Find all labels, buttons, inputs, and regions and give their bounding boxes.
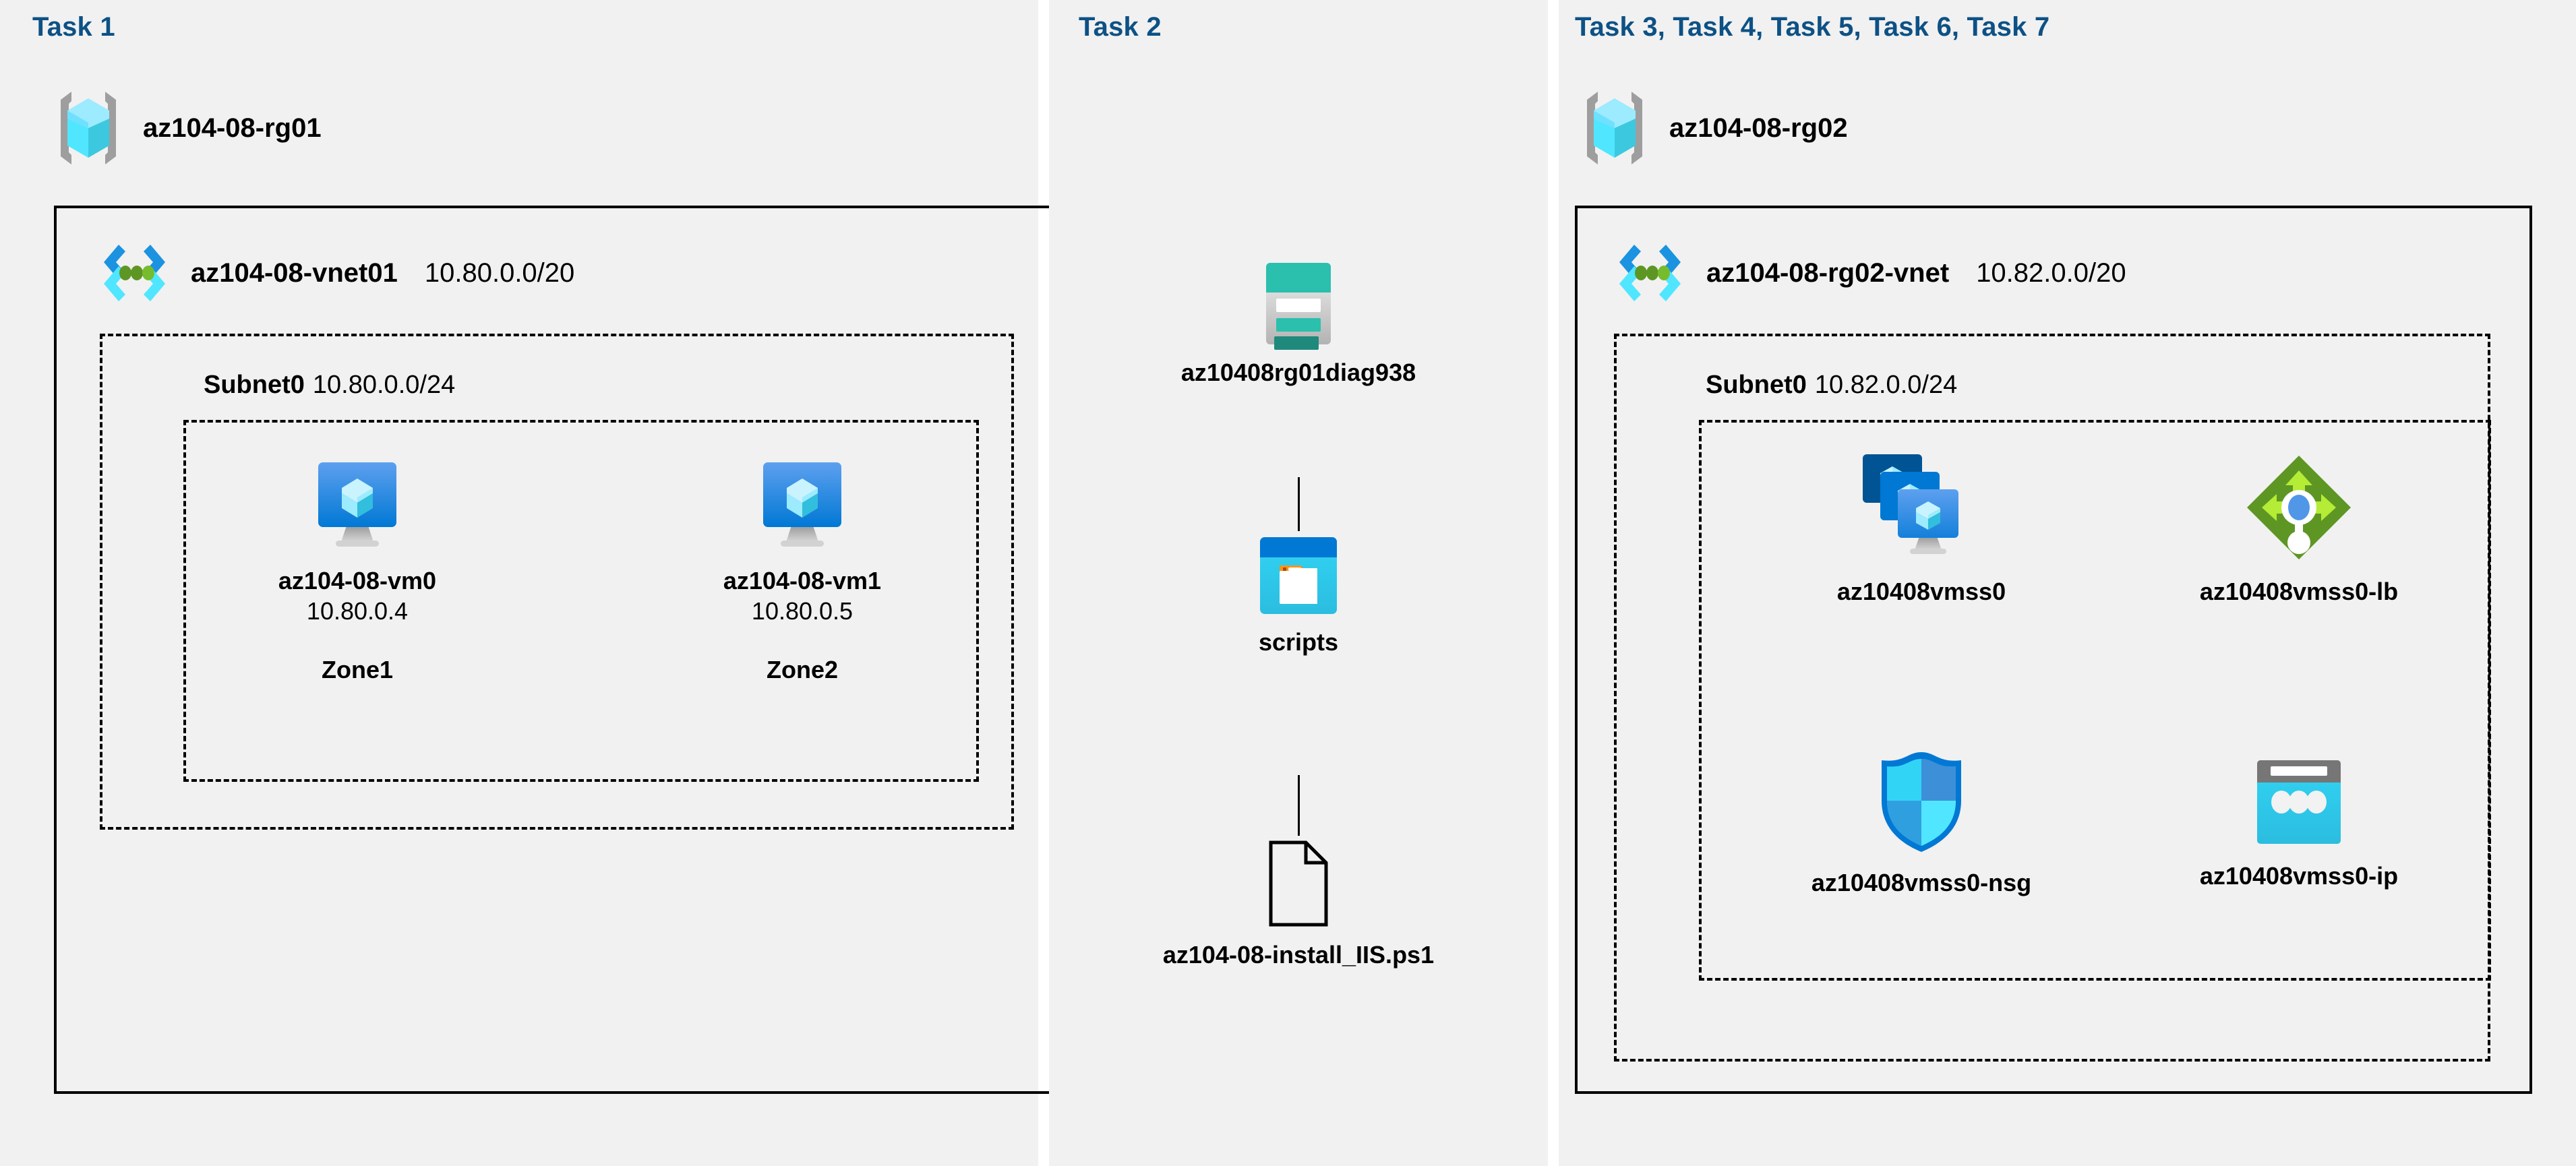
vnet-name: az104-08-vnet01 xyxy=(191,257,398,288)
task2-title: Task 2 xyxy=(1079,12,1162,42)
resource-group-name: az104-08-rg01 xyxy=(143,113,322,143)
subnet-cidr: 10.80.0.0/24 xyxy=(312,371,456,399)
subnet-cidr: 10.82.0.0/24 xyxy=(1814,371,1958,399)
vm-zone: Zone1 xyxy=(321,655,393,683)
storage-account-icon-bar xyxy=(1274,336,1319,350)
vnet-cidr: 10.80.0.0/20 xyxy=(424,257,575,288)
load-balancer-name: az10408vmss0-lb xyxy=(2199,578,2399,605)
blob-container-icon xyxy=(1259,536,1338,615)
node-vm0[interactable]: az104-08-vm0 10.80.0.4 Zone1 xyxy=(222,456,492,684)
node-vm1[interactable]: az104-08-vm1 10.80.0.5 Zone2 xyxy=(667,456,937,684)
virtual-machine-icon xyxy=(754,456,851,554)
node-script-file[interactable]: az104-08-install_IIS.ps1 xyxy=(1083,839,1514,970)
network-security-group-icon xyxy=(1874,748,1969,856)
node-public-ip-address[interactable]: az10408vmss0-ip xyxy=(2144,755,2454,891)
vm-zone: Zone2 xyxy=(766,655,838,683)
resource-group-label-rg01: az104-08-rg01 xyxy=(51,88,322,168)
node-load-balancer[interactable]: az10408vmss0-lb xyxy=(2144,450,2454,607)
node-vmss[interactable]: az10408vmss0 xyxy=(1766,450,2076,607)
virtual-network-icon xyxy=(96,239,173,307)
vnet-name: az104-08-rg02-vnet xyxy=(1706,257,1950,288)
virtual-machine-icon xyxy=(309,456,406,554)
file-name: az104-08-install_IIS.ps1 xyxy=(1162,941,1435,969)
panel-task3-7 xyxy=(1559,0,2576,1166)
node-network-security-group[interactable]: az10408vmss0-nsg xyxy=(1766,748,2076,898)
public-ip-name: az10408vmss0-ip xyxy=(2199,862,2399,890)
resource-group-boundary-task3 xyxy=(1699,420,2491,981)
vm-name: az104-08-vm0 xyxy=(278,567,437,594)
resource-group-icon xyxy=(51,88,125,168)
vmss-name: az10408vmss0 xyxy=(1836,578,2006,605)
subnet-boundary-task1 xyxy=(100,334,1014,830)
vm-ip: 10.80.0.4 xyxy=(306,596,409,625)
subnet-name: Subnet0 xyxy=(204,371,305,399)
storage-account-icon xyxy=(1265,262,1332,346)
vnet-boundary-rg02vnet xyxy=(1575,206,2532,1094)
vm-ip: 10.80.0.5 xyxy=(751,596,853,625)
vnet-label-vnet01: az104-08-vnet01 10.80.0.0/20 xyxy=(96,239,574,307)
connector-container-to-file xyxy=(1298,775,1300,836)
task3-7-title: Task 3, Task 4, Task 5, Task 6, Task 7 xyxy=(1575,12,2050,42)
panel-task1 xyxy=(0,0,1038,1166)
public-ip-address-icon xyxy=(2252,755,2346,849)
resource-group-icon xyxy=(1578,88,1652,168)
virtual-network-icon xyxy=(1611,239,1689,307)
container-name: scripts xyxy=(1258,628,1339,656)
vm-group-boundary-task1 xyxy=(183,420,979,782)
vm-name: az104-08-vm1 xyxy=(723,567,882,594)
task1-title: Task 1 xyxy=(32,12,115,42)
vm-scale-set-icon xyxy=(1857,450,1985,565)
storage-account-name: az10408rg01diag938 xyxy=(1180,359,1416,386)
node-storage-account[interactable]: az10408rg01diag938 xyxy=(1083,262,1514,388)
file-icon xyxy=(1267,839,1329,928)
vnet-label-rg02vnet: az104-08-rg02-vnet 10.82.0.0/20 xyxy=(1611,239,2126,307)
nsg-name: az10408vmss0-nsg xyxy=(1811,869,2032,896)
node-blob-container[interactable]: scripts xyxy=(1083,536,1514,657)
resource-group-name: az104-08-rg02 xyxy=(1669,113,1848,143)
resource-group-label-rg02: az104-08-rg02 xyxy=(1578,88,1848,168)
connector-storage-to-container xyxy=(1298,477,1300,531)
load-balancer-icon xyxy=(2242,450,2356,565)
subnet-name: Subnet0 xyxy=(1706,371,1807,399)
vnet-cidr: 10.82.0.0/20 xyxy=(1976,257,2126,288)
